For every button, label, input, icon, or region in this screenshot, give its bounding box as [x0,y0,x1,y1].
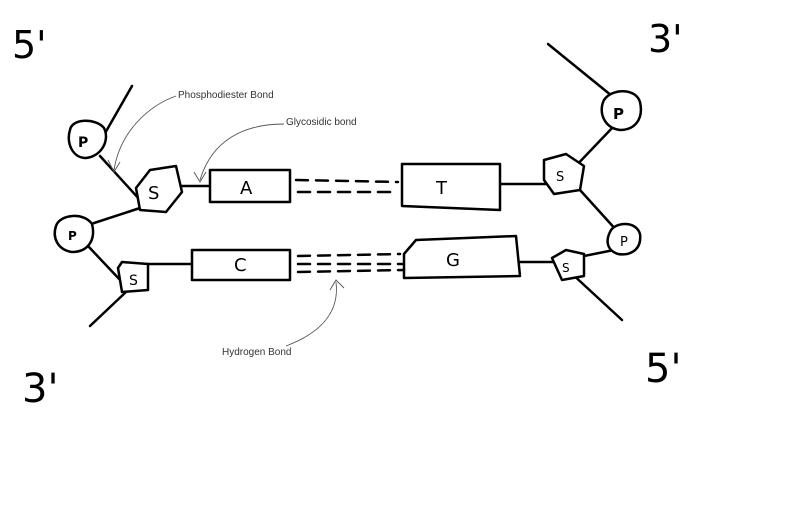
right-phosphate-mid-label: P [620,235,628,250]
left-sugar-top [134,164,184,214]
left-phosphate-mid-label: P [68,229,77,243]
base-t-label: T [435,178,448,199]
right-sugar-bottom [550,248,586,282]
end-label-top-right: 3' [648,17,683,61]
glycosidic-bond-label: Glycosidic bond [286,117,357,128]
left-sugar-top-label: S [148,183,159,204]
glycosidic-arrow [193,123,285,183]
right-sugar-top [542,152,586,196]
left-sugar-bottom [116,260,150,294]
base-c-label: C [234,255,247,276]
hydrogen-arrow [285,279,345,347]
left-phosphate-top-label: P [78,135,88,151]
phosphodiester-arrow-head [107,159,121,173]
end-label-bottom-left: 3' [22,366,58,412]
hydrogen-bonds-a-t [294,178,400,194]
right-sugar-top-label: S [556,170,564,185]
left-backbone-bottom-tail [88,290,128,328]
right-backbone-top-tail [546,42,614,98]
left-phosphodiester-link-top [98,154,142,202]
end-label-bottom-right: 5' [645,346,681,392]
end-label-top-left: 5' [12,23,47,67]
hydrogen-arrow-head [329,279,345,291]
phosphodiester-arrow [107,95,177,173]
base-c-box [190,248,292,282]
base-a-label: A [240,178,253,199]
hydrogen-arrow-line [285,281,337,347]
glycosidic-arrow-line [199,123,285,181]
right-phosphate-top-label: P [613,105,624,123]
base-g-label: G [446,250,460,271]
right-backbone-bottom-tail [568,270,624,322]
hydrogen-bond-cg-1 [296,252,402,258]
right-sugar-bottom-label: S [562,261,570,275]
phosphodiester-arrow-line [113,95,177,171]
right-backbone-link-mid [578,188,620,234]
hydrogen-bond-cg-3 [296,268,406,274]
left-phosphate-mid [53,214,95,254]
base-a-box [208,168,292,204]
hydrogen-bond-label: Hydrogen Bond [222,347,292,358]
right-phosphate-mid [606,222,642,256]
glycosidic-arrow-head [193,171,207,183]
base-g-box [402,234,522,280]
left-backbone-link-lower [86,244,124,284]
base-t-box [400,162,502,212]
right-phosphate-top [600,90,643,132]
left-phosphate-top [67,119,108,160]
phosphodiester-bond-label: Phosphodiester Bond [178,90,274,101]
left-backbone-link-mid [86,206,142,227]
hydrogen-bond-at-1 [294,178,400,184]
hydrogen-bonds-c-g [296,252,406,274]
left-sugar-bottom-label: S [129,273,138,289]
